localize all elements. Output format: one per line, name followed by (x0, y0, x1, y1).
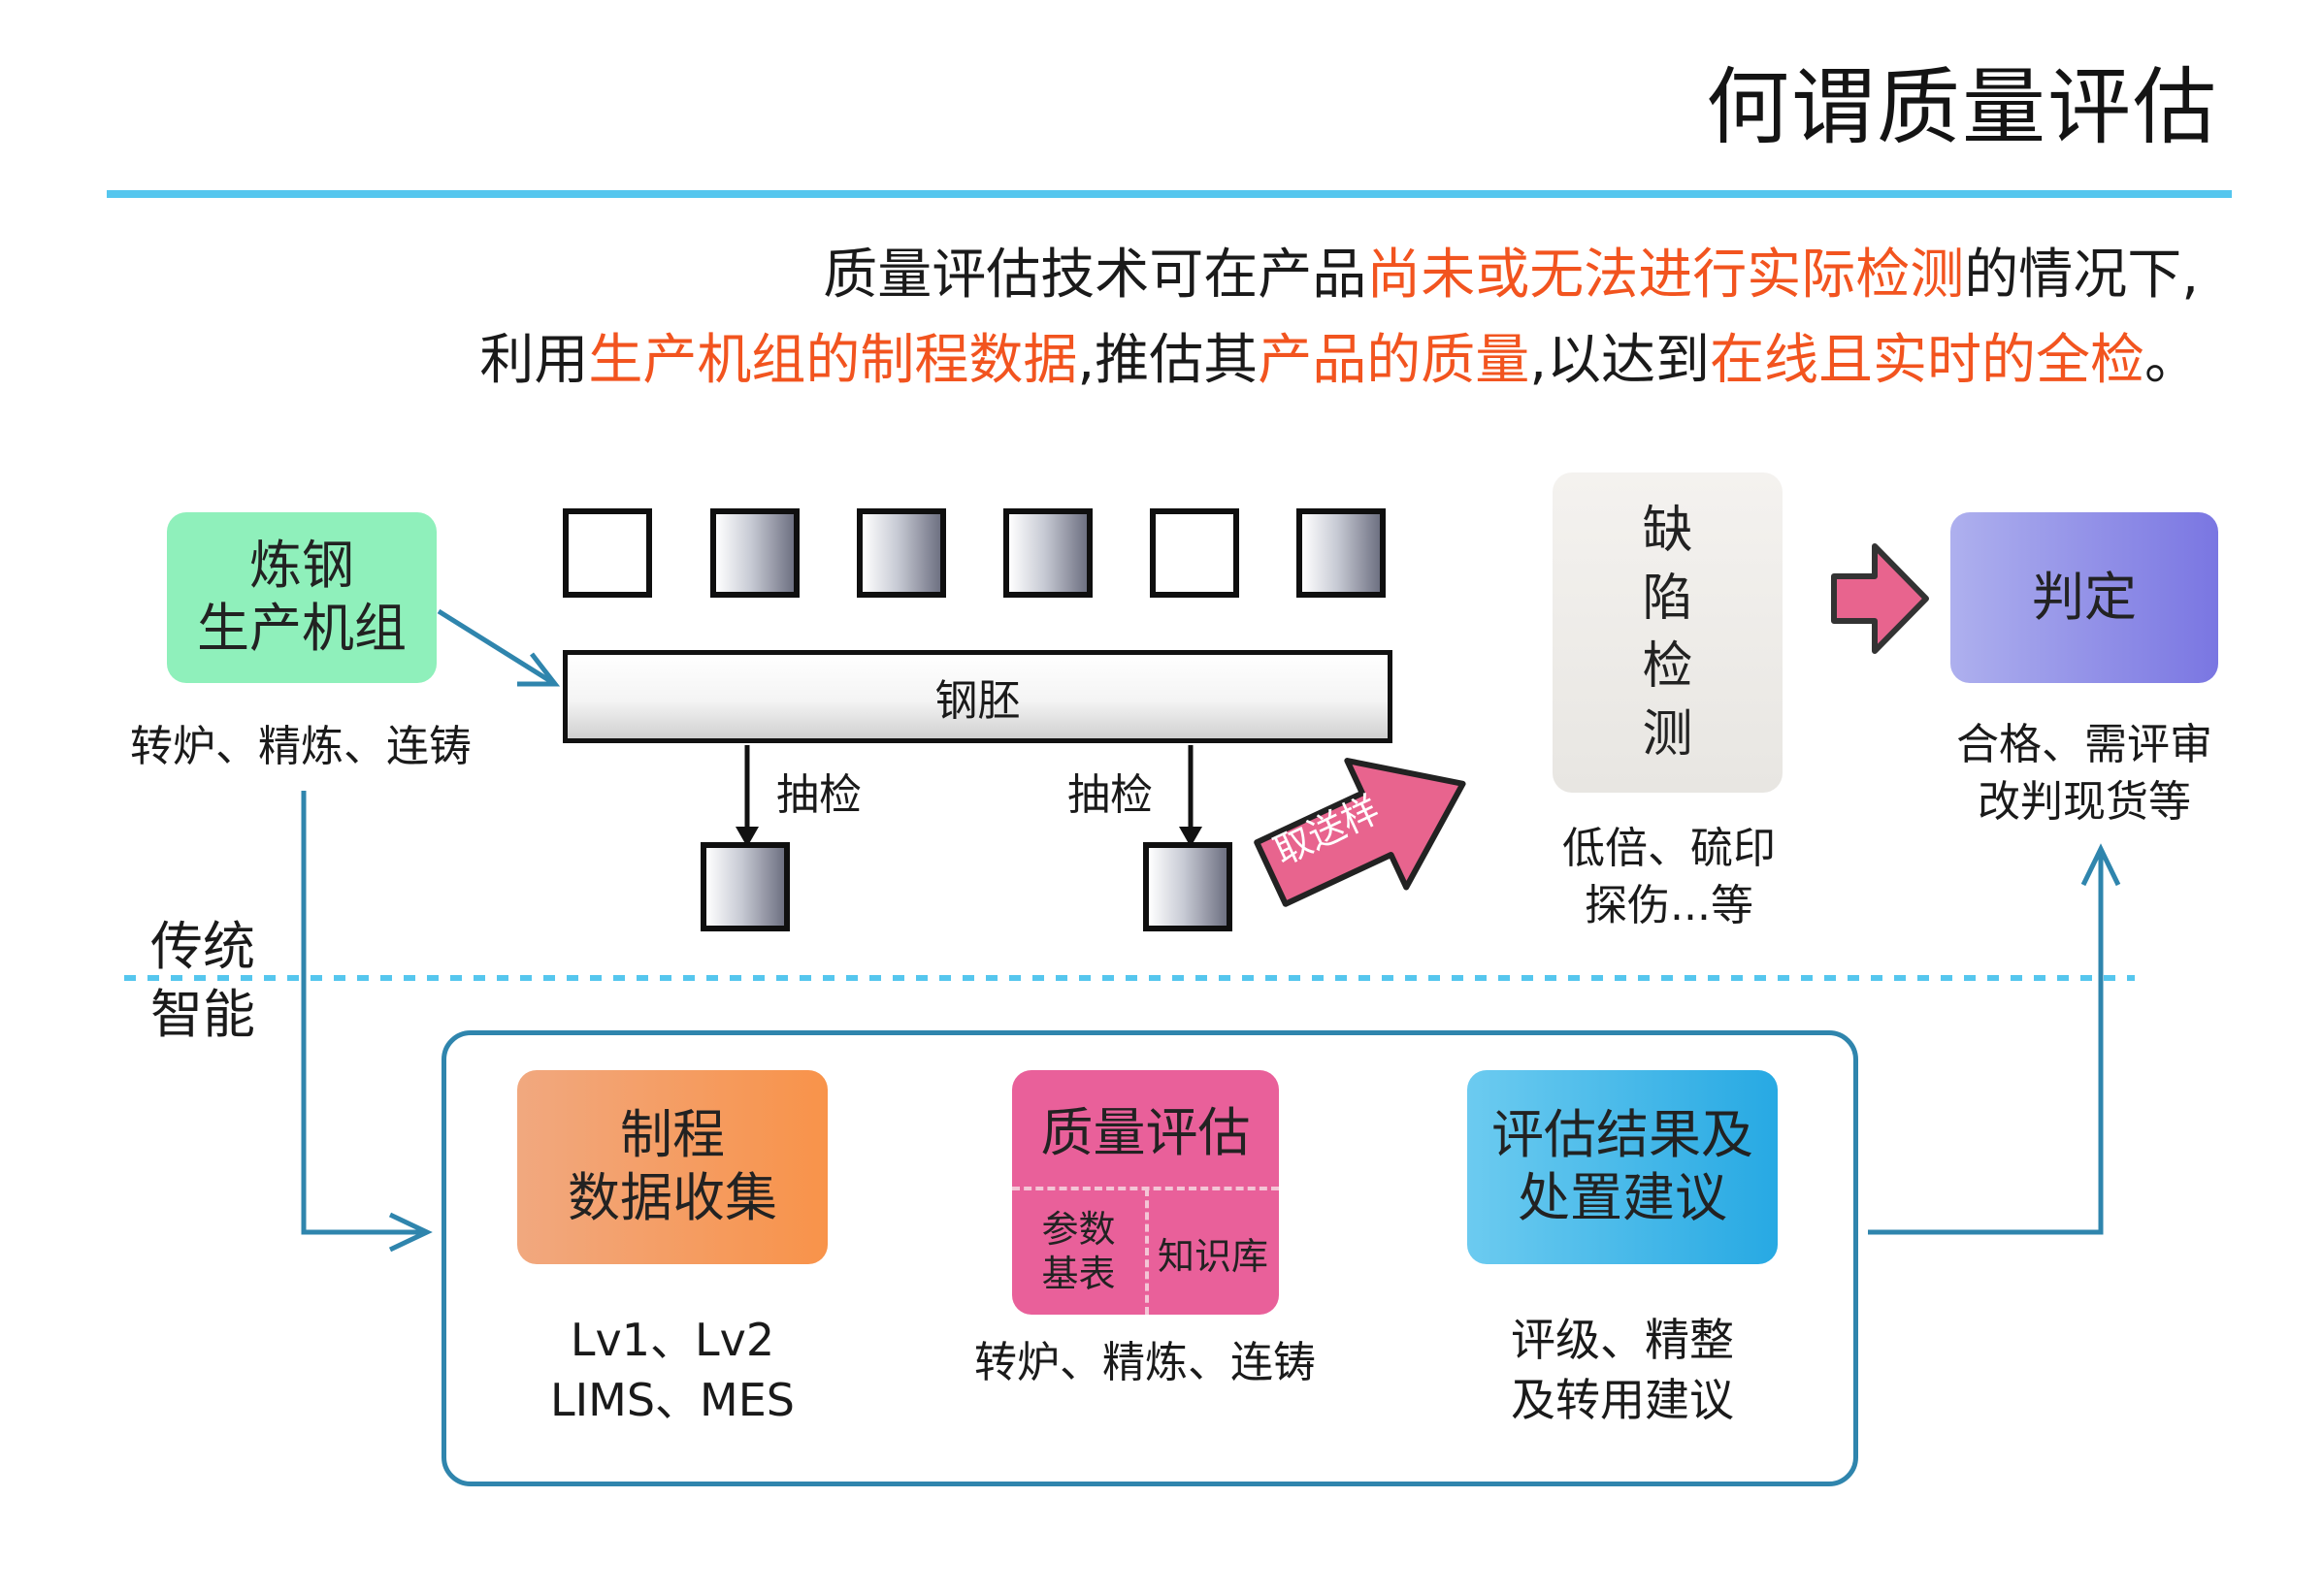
sampling-arrowhead-right (1179, 827, 1202, 847)
quality-assessment-caption: 转炉、精炼、连铸 (974, 1338, 1316, 1387)
traditional-label: 传统 (150, 916, 255, 977)
page-title: 何谓质量评估 (1706, 59, 2218, 156)
source-to-smart-flow-arrowhead (388, 1212, 433, 1253)
intro-line-2-e: ,以达到 (1529, 329, 1710, 392)
smart-to-judge-flow-arrowhead (2080, 843, 2121, 887)
defect-inspection-char-1: 缺 (1642, 501, 1693, 560)
quality-assessment-title: 质量评估 (1040, 1101, 1251, 1163)
defect-inspection-char-3: 检 (1642, 637, 1693, 696)
quality-assessment-divider-v (1145, 1189, 1149, 1315)
assessment-result-caption: 评级、精整 及转用建议 (1448, 1310, 1797, 1430)
data-collection-box: 制程 数据收集 (517, 1070, 828, 1264)
title-underline (107, 190, 2232, 198)
quality-assessment-box: 质量评估 参数 基表 知识库 (1012, 1070, 1279, 1315)
source-to-smart-flow-line (301, 791, 427, 1235)
product-block-4 (1003, 508, 1093, 598)
steelmaking-unit-line-2: 生产机组 (197, 598, 407, 659)
product-block-3 (857, 508, 946, 598)
assessment-result-line-1: 评估结果及 (1491, 1104, 1753, 1166)
parameter-table-line-2: 基表 (1041, 1253, 1116, 1295)
defect-inspection-box: 缺 陷 检 测 (1553, 472, 1783, 793)
sample-block-left (701, 842, 790, 931)
assessment-result-box: 评估结果及 处置建议 (1467, 1070, 1778, 1264)
intro-line-2-highlight-3: 在线且实时的全检 (1710, 329, 2144, 392)
judgment-caption: 合格、需评审 改判现货等 (1921, 716, 2247, 831)
judgment-caption-line-1: 合格、需评审 (1956, 720, 2212, 769)
defect-inspection-caption-line-2: 探伤...等 (1585, 881, 1753, 931)
steelmaking-unit-line-1: 炼钢 (249, 535, 354, 597)
steelmaking-unit-caption: 转炉、精炼、连铸 (130, 722, 472, 771)
knowledge-base-cell: 知识库 (1157, 1234, 1268, 1278)
intro-line-1-c: 的情况下, (1964, 244, 2199, 307)
inspect-to-judge-arrow (1831, 543, 1929, 654)
data-collection-caption-line-1: Lv1、Lv2 (570, 1314, 775, 1366)
defect-inspection-char-4: 测 (1642, 705, 1693, 765)
defect-inspection-caption: 低倍、硫印 探伤...等 (1514, 820, 1824, 935)
assessment-result-caption-line-2: 及转用建议 (1511, 1374, 1734, 1427)
assessment-result-line-2: 处置建议 (1518, 1167, 1727, 1228)
sample-block-right (1143, 842, 1232, 931)
parameter-table-line-1: 参数 (1041, 1208, 1116, 1252)
smart-process-panel (442, 1030, 1858, 1486)
judgment-caption-line-2: 改判现货等 (1978, 777, 2191, 828)
product-block-1 (563, 508, 652, 598)
source-to-billet-arrowhead (517, 652, 561, 687)
source-to-billet-arrow (437, 608, 557, 687)
product-block-5 (1150, 508, 1239, 598)
intro-line-1-a: 质量评估技术可在产品 (823, 244, 1367, 307)
sampling-arrowhead-left (736, 827, 759, 847)
steelmaking-unit-box: 炼钢 生产机组 (167, 512, 437, 683)
assessment-result-caption-line-1: 评级、精整 (1511, 1314, 1734, 1366)
defect-inspection-caption-line-1: 低倍、硫印 (1562, 824, 1776, 873)
intro-line-2-g: 。 (2144, 329, 2199, 392)
intro-line-2-highlight-1: 生产机组的制程数据 (588, 329, 1078, 392)
send-sample-arrow (1254, 758, 1466, 907)
judgment-box: 判定 (1950, 512, 2218, 683)
data-collection-caption-line-2: LIMS、MES (549, 1374, 796, 1427)
judgment-label: 判定 (2032, 566, 2137, 628)
data-collection-caption: Lv1、Lv2 LIMS、MES (498, 1310, 847, 1430)
data-collection-line-1: 制程 (620, 1104, 725, 1166)
product-block-2 (710, 508, 800, 598)
intro-line-1-highlight: 尚未或无法进行实际检测 (1366, 244, 1965, 307)
billet-bar: 钢胚 (563, 650, 1392, 743)
intro-line-2: 利用生产机组的制程数据,推估其产品的质量,以达到在线且实时的全检。 (479, 328, 2199, 393)
data-collection-line-2: 数据收集 (568, 1167, 777, 1228)
sampling-label-left: 抽检 (776, 770, 862, 820)
defect-inspection-char-2: 陷 (1642, 569, 1693, 628)
billet-label: 钢胚 (934, 676, 1021, 726)
intro-line-1: 质量评估技术可在产品尚未或无法进行实际检测的情况下, (823, 243, 2199, 308)
intro-line-2-c: ,推估其 (1077, 329, 1259, 392)
smart-to-judge-flow-line (1868, 849, 2104, 1235)
sampling-label-right: 抽检 (1067, 770, 1153, 820)
product-block-6 (1296, 508, 1386, 598)
parameter-table-cell: 参数 基表 (1012, 1190, 1145, 1315)
intro-line-2-a: 利用 (479, 329, 589, 392)
intro-line-2-highlight-2: 产品的质量 (1258, 329, 1530, 392)
smart-label: 智能 (150, 984, 255, 1045)
